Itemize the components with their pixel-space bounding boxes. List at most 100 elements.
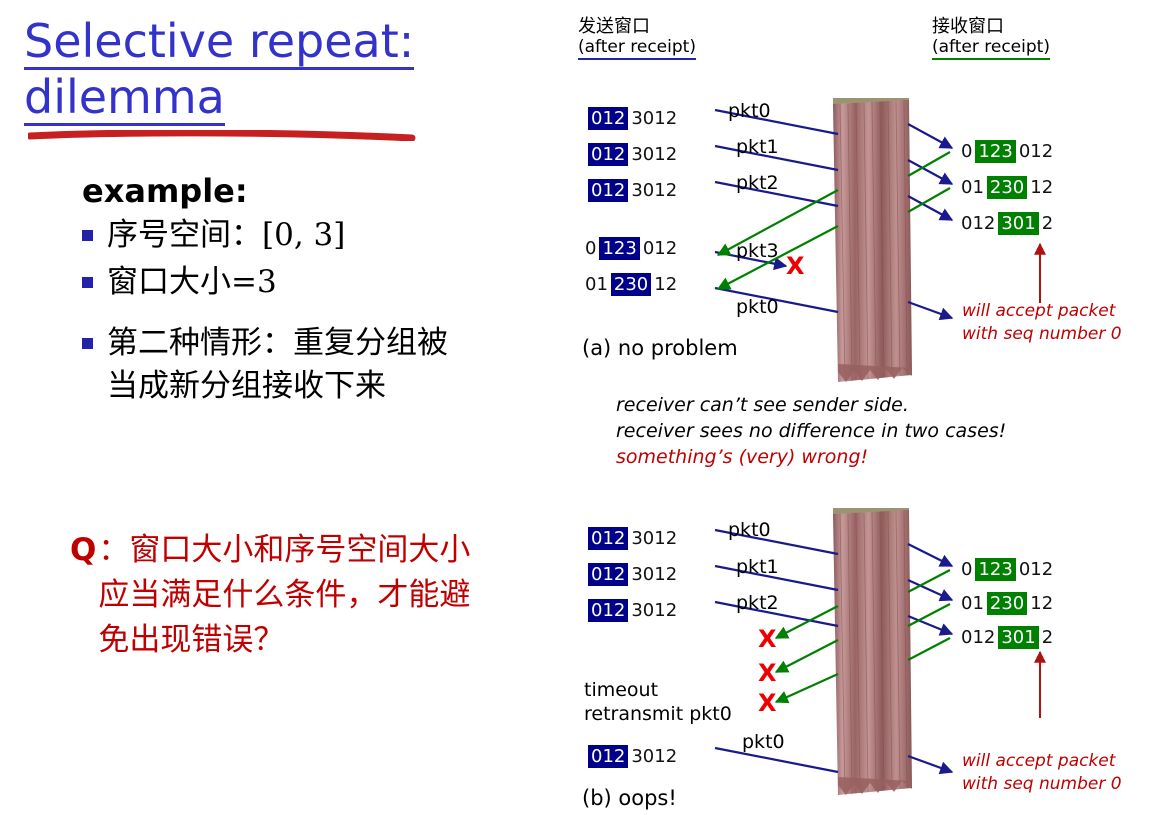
seq-window: 123 — [975, 558, 1016, 581]
spacer — [82, 308, 462, 322]
middle-note-1: receiver can’t see sender side. — [616, 394, 909, 416]
page-title: Selective repeat: dilemma — [24, 16, 544, 126]
bullet-text: 序号空间：[0, 3] — [107, 217, 346, 253]
packet-label: pkt0 — [728, 519, 771, 541]
title-line-1: Selective repeat: — [24, 14, 415, 70]
packet-label: pkt0 — [736, 296, 779, 318]
question-block: Q ：窗口大小和序号空间大小应当满足什么条件，才能避免出现错误？ — [70, 528, 480, 663]
seq-window: 230 — [610, 273, 652, 296]
packet-label: pkt1 — [736, 556, 779, 578]
middle-note-2: receiver sees no difference in two cases… — [616, 420, 1007, 442]
seq-window: 123 — [975, 140, 1016, 163]
seq-suffix: 12 — [654, 274, 678, 295]
accept-note-b: will accept packet with seq number 0 — [962, 750, 1122, 796]
seq-suffix: 3012 — [631, 528, 678, 549]
seq-window: 230 — [986, 176, 1028, 199]
seq-suffix: 3012 — [631, 180, 678, 201]
sender-window-header: 发送窗口 (after receipt) — [578, 16, 696, 60]
list-item: 第二种情形：重复分组被当成新分组接收下来 — [82, 322, 462, 408]
bullet-text: 窗口大小=3 — [107, 264, 277, 300]
seq-window: 012 — [588, 527, 629, 550]
seq-suffix: 2 — [1041, 213, 1054, 234]
seq-window: 301 — [998, 626, 1039, 649]
seq-window: 012 — [588, 179, 629, 202]
seq-prefix: 0 — [961, 141, 973, 162]
bullet-square-icon — [82, 277, 93, 288]
list-item: 窗口大小=3 — [82, 261, 462, 304]
packet-label: pkt2 — [736, 172, 779, 194]
seq-prefix: 01 — [585, 274, 608, 295]
packet-loss-icon: X — [786, 252, 805, 280]
seq-suffix: 012 — [1018, 559, 1054, 580]
question-label: Q — [70, 532, 97, 568]
packet-label: pkt2 — [736, 592, 779, 614]
timeout-line-1: timeout — [584, 679, 659, 701]
seq-suffix: 3012 — [631, 564, 678, 585]
receiver-window-header-cn: 接收窗口 — [932, 16, 1004, 37]
timeout-note: timeout retransmit pkt0 — [584, 678, 732, 726]
bullet-square-icon — [82, 338, 93, 349]
seq-suffix: 2 — [1041, 627, 1054, 648]
seq-prefix: 0 — [585, 238, 597, 259]
seq-prefix: 012 — [961, 627, 996, 648]
ack-loss-icon: X — [758, 689, 777, 717]
caption-case-b: (b) oops! — [582, 786, 677, 810]
timeout-line-2: retransmit pkt0 — [584, 703, 732, 725]
packet-label: pkt0 — [728, 100, 771, 122]
middle-note-3: something’s (very) wrong! — [616, 446, 869, 468]
bullet-text: 第二种情形：重复分组被当成新分组接收下来 — [107, 325, 448, 404]
bullet-square-icon — [82, 230, 93, 241]
bullet-list: 序号空间：[0, 3] 窗口大小=3 第二种情形：重复分组被当成新分组接收下来 — [82, 214, 462, 412]
caption-case-a: (a) no problem — [582, 336, 738, 360]
example-heading: example: — [82, 172, 248, 210]
seq-window: 012 — [588, 143, 629, 166]
title-line-2: dilemma — [24, 70, 225, 126]
accept-note-line-2: with seq number 0 — [962, 774, 1122, 794]
seq-suffix: 012 — [1018, 141, 1054, 162]
seq-window: 012 — [588, 599, 629, 622]
question-text: ：窗口大小和序号空间大小应当满足什么条件，才能避免出现错误？ — [98, 532, 471, 658]
ack-loss-icon: X — [758, 625, 777, 653]
receiver-window-header: 接收窗口 (after receipt) — [932, 16, 1050, 60]
seq-suffix: 12 — [1030, 177, 1054, 198]
curtain-graphic-b — [833, 508, 912, 795]
red-underline-stroke — [28, 130, 416, 141]
seq-prefix: 0 — [961, 559, 973, 580]
sender-window-header-cn: 发送窗口 — [578, 16, 650, 37]
seq-window: 123 — [599, 237, 640, 260]
packet-label: pkt3 — [736, 240, 779, 262]
seq-window: 012 — [588, 563, 629, 586]
accept-note-line-1: will accept packet — [962, 751, 1116, 771]
seq-suffix: 3012 — [631, 108, 678, 129]
seq-suffix: 12 — [1030, 593, 1054, 614]
receiver-window-header-en: (after receipt) — [932, 37, 1050, 60]
accept-note-line-2: with seq number 0 — [962, 324, 1122, 344]
seq-window: 012 — [588, 745, 629, 768]
seq-prefix: 01 — [961, 177, 984, 198]
seq-suffix: 3012 — [631, 144, 678, 165]
seq-window: 301 — [998, 212, 1039, 235]
seq-window: 230 — [986, 592, 1028, 615]
seq-window: 012 — [588, 107, 629, 130]
accept-note-line-1: will accept packet — [962, 301, 1116, 321]
curtain-graphic-a — [833, 98, 912, 382]
packet-label: pkt1 — [736, 136, 779, 158]
list-item: 序号空间：[0, 3] — [82, 214, 462, 257]
packet-label: pkt0 — [742, 731, 785, 753]
accept-note-a: will accept packet with seq number 0 — [962, 300, 1122, 346]
seq-suffix: 012 — [642, 238, 678, 259]
seq-suffix: 3012 — [631, 746, 678, 767]
